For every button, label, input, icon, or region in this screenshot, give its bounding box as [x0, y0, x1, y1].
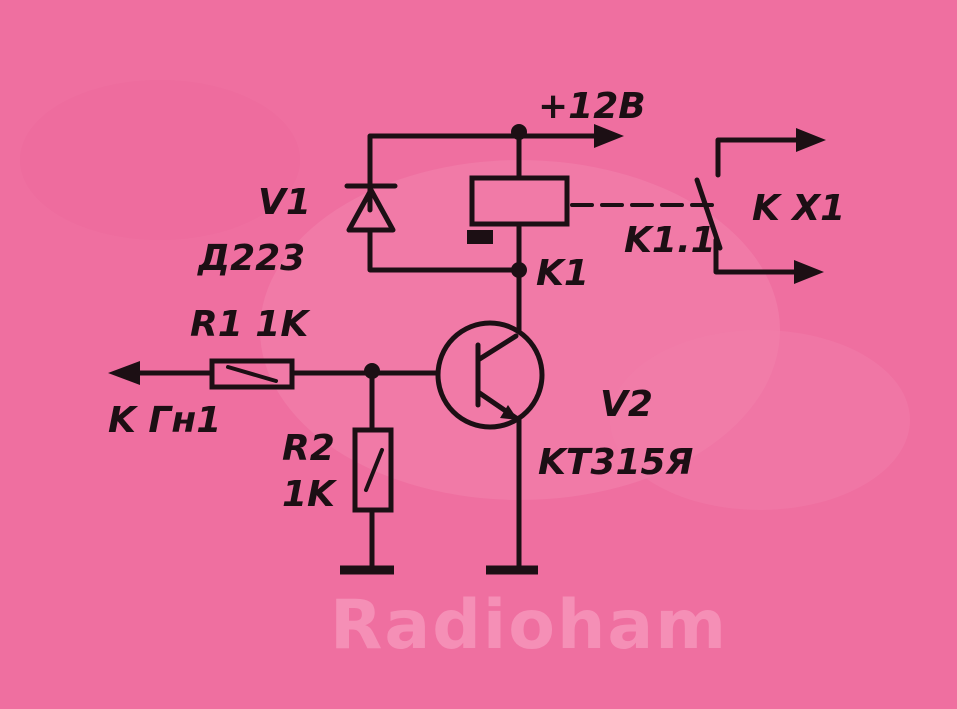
transistor-v2 [435, 320, 545, 575]
output-upper-arrow-icon [796, 128, 826, 152]
supply-junction-dot [511, 124, 527, 140]
paper-texture [20, 80, 910, 510]
diode-name-label: V1 [258, 182, 311, 223]
output-label: K X1 [752, 188, 845, 229]
transistor-type-label: KT315Я [538, 442, 693, 483]
input-arrow-icon [108, 361, 140, 385]
transistor-name-label: V2 [600, 384, 653, 425]
relay-coil-k1 [467, 133, 714, 333]
input-network [108, 358, 441, 575]
r1-label: R1 1K [190, 304, 311, 345]
diode-v1 [344, 183, 522, 273]
emitter-arrow-icon [500, 405, 518, 420]
relay-name-label: K1 [536, 253, 589, 294]
watermark-text: Radioham [330, 586, 728, 665]
output-lower-arrow-icon [794, 260, 824, 284]
relay-junction-dot [511, 262, 527, 278]
input-label: K Гн1 [108, 400, 221, 441]
relay-contact-k1-1 [694, 128, 826, 284]
relay-core-mark [467, 230, 493, 244]
contact-name-label: K1.1 [624, 220, 716, 261]
r2-value-label: 1K [282, 474, 338, 515]
supply-arrow-icon [594, 124, 624, 148]
supply-label: +12B [538, 86, 646, 127]
labels: +12B V1 Д223 K1 K1.1 K X1 R1 1K R2 1K K … [108, 86, 845, 515]
r2-name-label: R2 [282, 428, 335, 469]
diode-type-label: Д223 [197, 238, 305, 279]
